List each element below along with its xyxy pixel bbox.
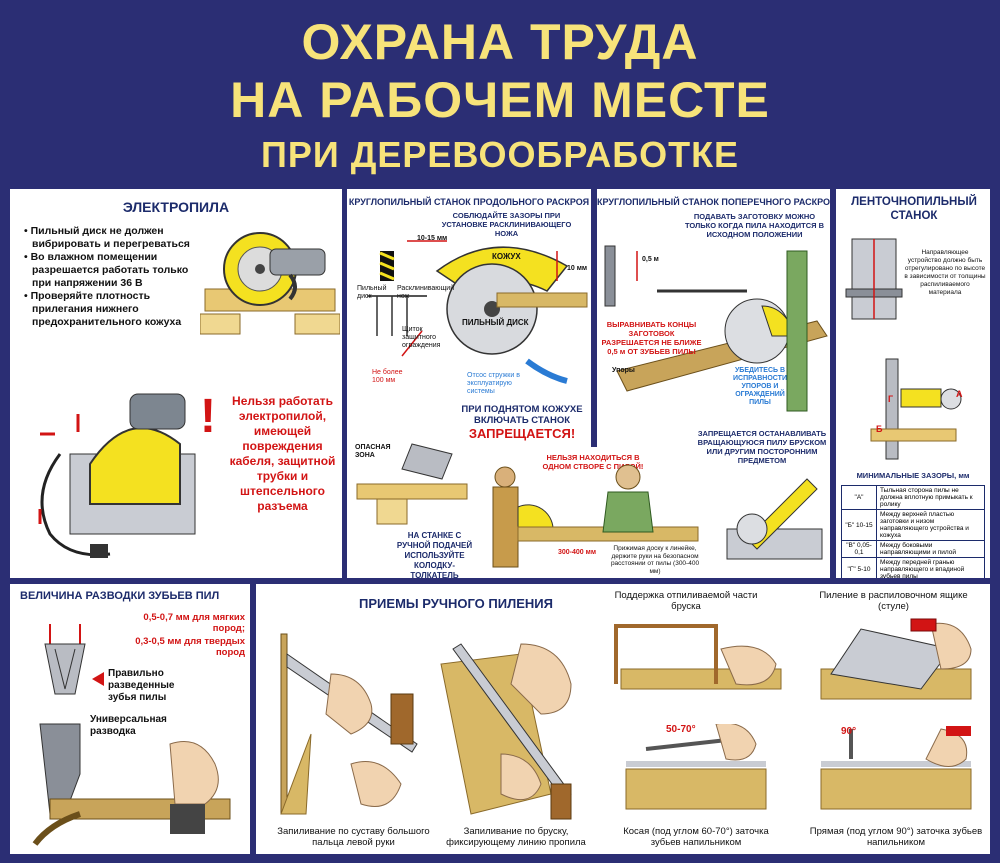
guide-illustration [870, 358, 962, 460]
warn-cover-line: ПРИ ПОДНЯТОМ КОЖУХЕ ВКЛЮЧАТЬ СТАНОК [461, 404, 583, 426]
stop-saw-illustration [726, 478, 823, 560]
note-feed: ПОДАВАТЬ ЗАГОТОВКУ МОЖНО ТОЛЬКО КОГДА ПИ… [684, 212, 825, 239]
panel-saw-teeth: ВЕЛИЧИНА РАЗВОДКИ ЗУБЬЕВ ПИЛ 0,5-0,7 мм … [10, 584, 250, 854]
hand-saw-illustration-1 [280, 633, 418, 815]
miter-box-illustration [820, 618, 972, 700]
circular-saw-illustration [200, 232, 340, 335]
panel-title: КРУГЛОПИЛЬНЫЙ СТАНОК ПОПЕРЕЧНОГО РАСКРОЯ [597, 197, 830, 207]
bullet-list: • Пильный диск не должен вибрировать и п… [24, 225, 199, 329]
band-note: Направляющее устройство должно быть отре… [904, 249, 986, 296]
center-warning: НЕЛЬЗЯ НАХОДИТЬСЯ В ОДНОМ СТВОРЕ С ПИЛОЙ… [542, 453, 644, 471]
bullet-item: • Пильный диск не должен вибрировать и п… [24, 225, 190, 250]
warning-text: Нельзя работать электропилой, имеющей по… [229, 394, 336, 513]
panel-feed-safety: НЕЛЬЗЯ НАХОДИТЬСЯ В ОДНОМ СТВОРЕ С ПИЛОЙ… [478, 447, 705, 578]
dim-10-15: 10-15 мм [417, 235, 448, 242]
pusher-illustration [356, 443, 468, 525]
title-line-1: ОХРАНА ТРУДА [301, 14, 699, 70]
center-dim: 300-400 мм [558, 549, 596, 556]
panel-manual-sawing: ПРИЕМЫ РУЧНОГО ПИЛЕНИЯ Запиливание по су… [256, 584, 990, 854]
table-row: "А"Тыльная сторона пилы не должна вплотн… [841, 485, 985, 510]
support-illustration [614, 624, 782, 690]
setting-tool-illustration [32, 723, 231, 846]
exclamation-icon: ! [200, 390, 216, 443]
dim-05: 0,5 м [642, 256, 659, 263]
hand-saw-illustration-2 [440, 643, 572, 820]
label-stops: Упоры [612, 367, 635, 374]
teeth-correct: Правильно разведенные зубья пилы [108, 668, 175, 703]
gaps-table: "А"Тыльная сторона пилы не должна вплотн… [841, 485, 985, 578]
angle-1: 50-70° [666, 724, 696, 735]
bullet-item: • Проверяйте плотность прилегания нижнег… [24, 290, 182, 328]
title-line-2: НА РАБОЧЕМ МЕСТЕ [230, 72, 770, 128]
panel-title: ВЕЛИЧИНА РАЗВОДКИ ЗУБЬЕВ ПИЛ [20, 590, 220, 602]
label-max: Не более 100 мм [372, 369, 403, 384]
warn-cover-forbidden: ЗАПРЕЩАЕТСЯ! [468, 426, 576, 441]
pusher-note: НА СТАНКЕ С РУЧНОЙ ПОДАЧЕЙ ИСПОЛЬЗУЙТЕ К… [396, 531, 473, 578]
teeth-universal: Универсальная разводка [90, 714, 167, 737]
panel-electric-saw: ЭЛЕКТРОПИЛА • Пильный диск не должен виб… [10, 189, 342, 578]
note-stop: ЗАПРЕЩАЕТСЯ ОСТАНАВЛИВАТЬ ВРАЩАЮЩУЮСЯ ПИ… [697, 429, 827, 465]
caption-2: Запиливание по бруску, фиксирующему лини… [446, 826, 586, 848]
panel-title: ЛЕНТОЧНОПИЛЬНЫЙ СТАНОК [851, 196, 977, 222]
gap-desc: Между верхней пластью заготовки и низом … [876, 509, 985, 541]
label-saw-disk: Пильный диск [357, 285, 387, 300]
caption-3: Косая (под углом 60-70°) заточка зубьев … [623, 826, 769, 848]
label-g: Г [888, 394, 894, 404]
arrow-icon [92, 672, 104, 686]
gap-code: "Г" 5-10 [841, 557, 877, 578]
label-danger: ОПАСНАЯ ЗОНА [355, 444, 391, 459]
panel-title: ПРИЕМЫ РУЧНОГО ПИЛЕНИЯ [359, 596, 553, 611]
teeth-diagram [44, 624, 86, 695]
label-shield: Щиток защитного ограждения [402, 326, 441, 349]
gap-code: "Б" 10-15 [841, 509, 877, 541]
center-note: Прижимая доску к линейке, держите руки н… [610, 545, 700, 575]
gap-code: "В" 0,05-0,1 [841, 540, 877, 558]
label-exhaust: Отсос стружки в эксплуатирую системы [467, 372, 520, 395]
file-sharpening-illustration-1 [625, 724, 767, 810]
label-disk: ПИЛЬНЫЙ ДИСК [462, 318, 529, 327]
caption-1: Запиливание по суставу большого пальца л… [277, 826, 430, 848]
gap-desc: Между передней гранью направляющего и вп… [876, 557, 985, 578]
label-kozhukh: КОЖУХ [492, 252, 521, 261]
caption-4: Прямая (под углом 90°) заточка зубьев на… [809, 826, 983, 848]
panel-title: КРУГЛОПИЛЬНЫЙ СТАНОК ПРОДОЛЬНОГО РАСКРОЯ [348, 197, 590, 207]
gap-desc: Между боковыми направляющими и пилой [876, 540, 985, 558]
support-label: Поддержка отпиливаемой части бруска [614, 590, 758, 612]
label-a: А [956, 389, 963, 399]
electric-saw-illustration [38, 393, 196, 558]
gaps-title: МИНИМАЛЬНЫЕ ЗАЗОРЫ, мм [856, 471, 970, 480]
gap-desc: Тыльная сторона пилы не должна вплотную … [876, 485, 985, 510]
panel-cross-saw: КРУГЛОПИЛЬНЫЙ СТАНОК ПОПЕРЕЧНОГО РАСКРОЯ… [597, 189, 830, 578]
label-knife: Расклинивающий нож [397, 285, 455, 300]
panel-title: ЭЛЕКТРОПИЛА [122, 199, 230, 215]
note-align: ВЫРАВНИВАТЬ КОНЦЫ ЗАГОТОВОК РАЗРЕШАЕТСЯ … [601, 320, 702, 356]
cross-saw-illustration [604, 245, 828, 412]
gap-code: "А" [841, 485, 877, 510]
warn-cover: ПРИ ПОДНЯТОМ КОЖУХЕ ВКЛЮЧАТЬ СТАНОК ЗАПР… [457, 404, 587, 442]
dim-10: 10 мм [567, 265, 588, 272]
teeth-hard: 0,3-0,5 мм для твердых пород [135, 636, 245, 658]
bullet-item: • Во влажном помещении разрешается работ… [24, 251, 189, 289]
teeth-soft: 0,5-0,7 мм для мягких пород; [143, 612, 245, 634]
panel-band-saw: ЛЕНТОЧНОПИЛЬНЫЙ СТАНОК Направляющее устр… [836, 189, 990, 578]
note-check: УБЕДИТЕСЬ В ИСПРАВНОСТИ УПОРОВ И ОГРАЖДЕ… [733, 367, 787, 406]
note-gap: СОБЛЮДАЙТЕ ЗАЗОРЫ ПРИ УСТАНОВКЕ РАСКЛИНИ… [441, 211, 572, 238]
miter-label: Пиление в распиловочном ящике (стуле) [819, 590, 968, 612]
band-saw-illustration [845, 238, 903, 320]
angle-2: 90° [841, 726, 857, 737]
worker-illustration [492, 464, 699, 568]
file-sharpening-illustration-2 [820, 726, 972, 810]
rip-saw-illustration [367, 240, 588, 384]
title-line-3: ПРИ ДЕРЕВООБРАБОТКЕ [260, 134, 740, 175]
label-b: Б [876, 424, 883, 434]
